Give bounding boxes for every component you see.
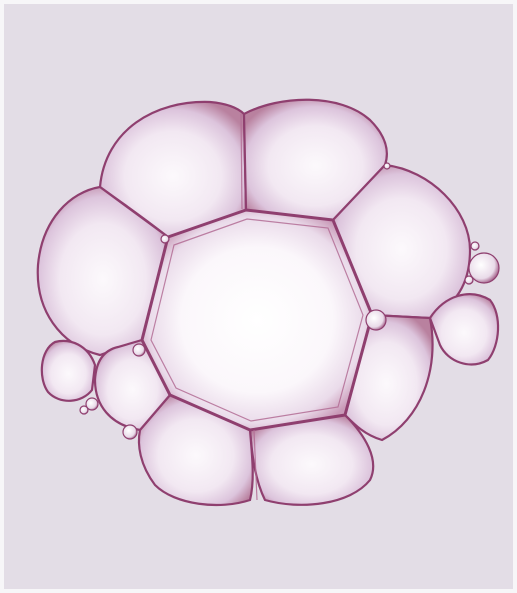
wall-vertical-bottom (253, 429, 258, 501)
bubble-center (140, 208, 374, 432)
bubble-small-right (428, 293, 500, 366)
tiny-bubble-2 (365, 309, 387, 331)
bubble-bottom-left (137, 393, 254, 507)
tiny-bubble-9 (470, 241, 480, 251)
tiny-bubble-1 (468, 252, 500, 284)
tiny-bubble-7 (160, 234, 170, 244)
tiny-bubble-6 (132, 343, 146, 357)
tiny-bubble-8 (383, 162, 391, 170)
tiny-bubble-5 (79, 405, 89, 415)
bubble-left (36, 185, 170, 357)
bubble-top-right (242, 98, 388, 222)
tiny-bubble-10 (464, 275, 474, 285)
bubble-bottom-right (248, 413, 375, 506)
tiny-bubble-4 (85, 397, 99, 411)
wall-vertical-top (240, 113, 243, 210)
tiny-bubble-3 (122, 424, 138, 440)
bubble-small-left (40, 339, 97, 402)
inner-wall-1 (150, 218, 364, 422)
